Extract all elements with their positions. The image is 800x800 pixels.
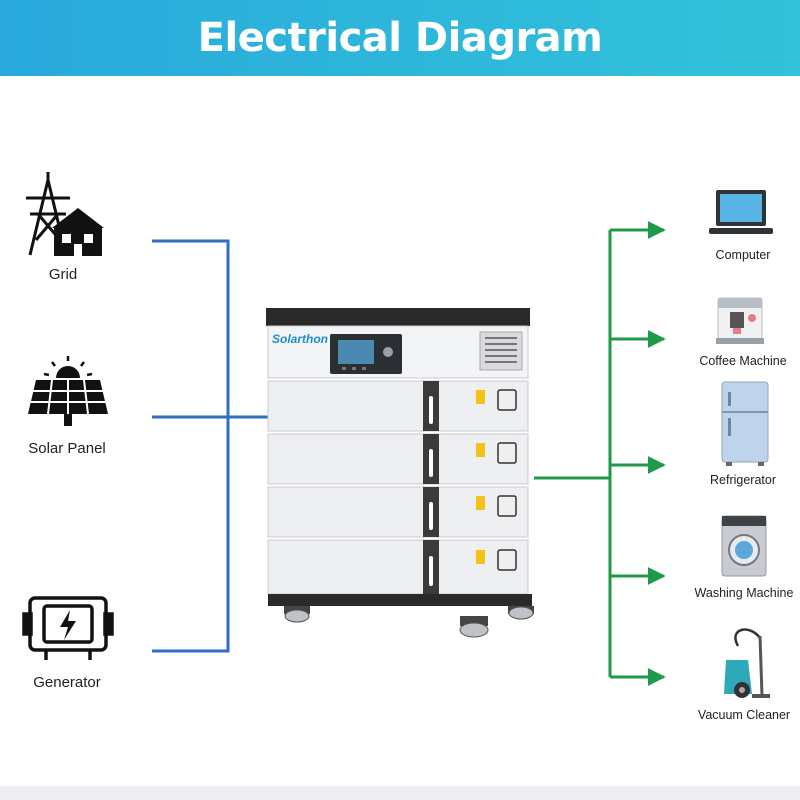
display-panel	[330, 334, 402, 374]
solar-panel-icon	[28, 356, 108, 426]
input-wiring	[152, 239, 272, 653]
refrigerator-icon	[721, 381, 769, 466]
output-wiring	[534, 221, 666, 686]
header-banner: Electrical Diagram	[0, 0, 800, 76]
computer-icon	[709, 190, 773, 234]
power-tower-house-icon	[26, 172, 104, 256]
load-label-coffee-machine: Coffee Machine	[699, 354, 787, 368]
caster-wheels	[284, 606, 534, 638]
load-label-computer: Computer	[715, 248, 771, 262]
washing-machine-icon	[721, 515, 767, 577]
vacuum-cleaner-icon	[724, 628, 770, 698]
generator-icon	[22, 596, 114, 660]
vent-grille	[479, 331, 523, 371]
brand-logo: Solarthon	[272, 332, 328, 346]
cabinet-body	[266, 308, 534, 638]
battery-modules	[267, 380, 529, 595]
source-label-grid: Grid	[48, 266, 78, 283]
footer-band	[0, 786, 800, 800]
load-label-vacuum-cleaner: Vacuum Cleaner	[697, 708, 791, 722]
coffee-machine-icon	[716, 297, 764, 344]
source-label-solar-panel: Solar Panel	[28, 440, 106, 457]
page-title: Electrical Diagram	[197, 15, 603, 61]
load-label-refrigerator: Refrigerator	[710, 473, 776, 487]
input-bus-line	[152, 239, 230, 653]
load-label-washing-machine: Washing Machine	[694, 586, 794, 600]
source-label-generator: Generator	[33, 674, 101, 691]
